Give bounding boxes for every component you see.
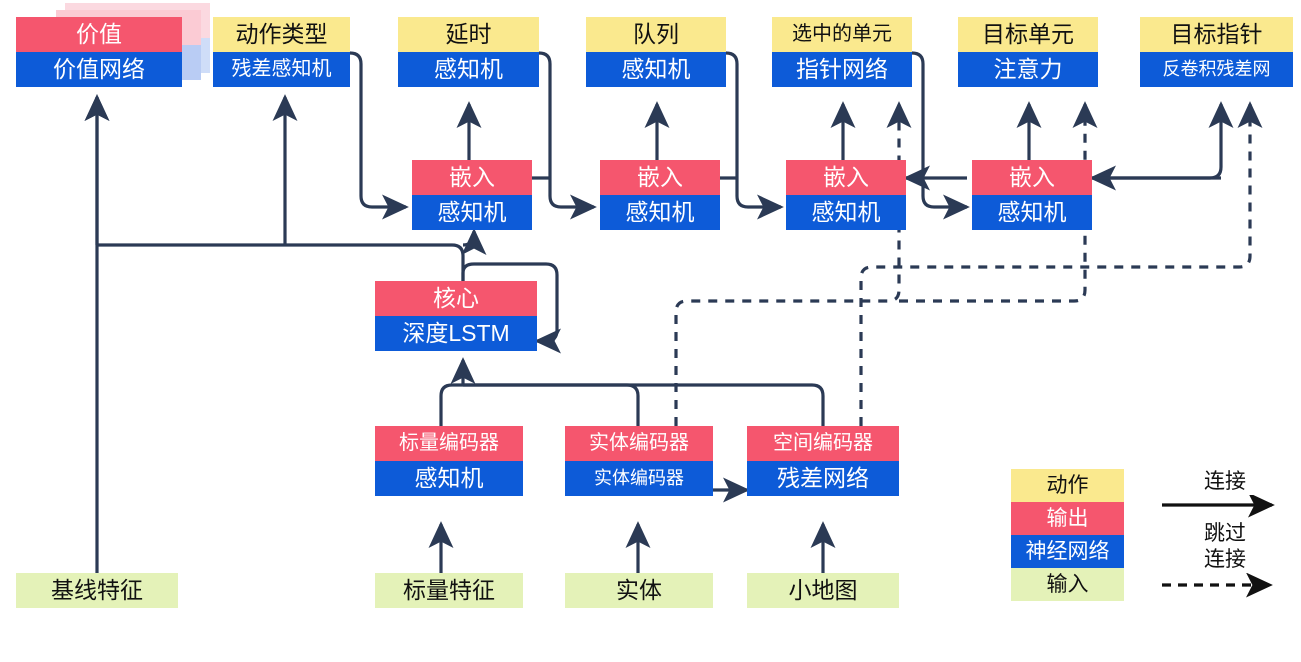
wire-embed-4-to-target-point xyxy=(1092,101,1234,180)
node-delay-action-label: 延时 xyxy=(398,17,539,52)
node-embed-3[interactable]: 嵌入 感知机 xyxy=(786,160,906,230)
node-target-unit-network-label: 注意力 xyxy=(958,52,1098,87)
node-spatial-encoder[interactable]: 空间编码器 残差网络 xyxy=(747,426,899,496)
node-embed-1-output-label: 嵌入 xyxy=(412,160,532,195)
node-core-output-label: 核心 xyxy=(375,281,537,316)
node-scalar-encoder[interactable]: 标量编码器 感知机 xyxy=(375,426,523,496)
node-selected-units-network-label: 指针网络 xyxy=(772,52,912,87)
node-action-type[interactable]: 动作类型 残差感知机 xyxy=(213,17,350,87)
wire-entity-encoder-to-core xyxy=(463,383,640,426)
node-target-point[interactable]: 目标指针 反卷积残差网 xyxy=(1140,17,1293,87)
node-embed-3-output-label: 嵌入 xyxy=(786,160,906,195)
legend-swatch-output: 输出 xyxy=(1011,502,1124,535)
node-value-network-label: 价值网络 xyxy=(16,52,182,87)
node-core-network-label: 深度LSTM xyxy=(375,316,537,351)
node-action-type-network-label: 残差感知机 xyxy=(213,52,350,87)
node-embed-4-output-label: 嵌入 xyxy=(972,160,1092,195)
node-embed-2-output-label: 嵌入 xyxy=(600,160,720,195)
node-target-point-action-label: 目标指针 xyxy=(1140,17,1293,52)
node-value-output-label: 价值 xyxy=(16,17,182,52)
node-input-baseline-features[interactable]: 基线特征 xyxy=(16,573,178,608)
node-input-entities-label: 实体 xyxy=(565,573,713,608)
node-embed-2-network-label: 感知机 xyxy=(600,195,720,230)
legend-swatch-input: 输入 xyxy=(1011,568,1124,601)
node-entity-encoder-output-label: 实体编码器 xyxy=(565,426,713,461)
node-target-unit[interactable]: 目标单元 注意力 xyxy=(958,17,1098,87)
node-selected-units[interactable]: 选中的单元 指针网络 xyxy=(772,17,912,87)
node-embed-4[interactable]: 嵌入 感知机 xyxy=(972,160,1092,230)
node-action-type-action-label: 动作类型 xyxy=(213,17,350,52)
node-embed-1-network-label: 感知机 xyxy=(412,195,532,230)
wire-spatial-encoder-to-core xyxy=(463,383,825,426)
node-delay[interactable]: 延时 感知机 xyxy=(398,17,539,87)
node-embed-4-network-label: 感知机 xyxy=(972,195,1092,230)
node-queue[interactable]: 队列 感知机 xyxy=(586,17,726,87)
wire-core-bus-to-embed-1 xyxy=(461,228,487,255)
skip-entity-encoder-to-selected xyxy=(674,101,912,426)
node-value[interactable]: 价值 价值网络 xyxy=(16,17,182,87)
legend-skip-label-line2: 连接 xyxy=(1204,548,1246,571)
node-queue-action-label: 队列 xyxy=(586,17,726,52)
node-spatial-encoder-network-label: 残差网络 xyxy=(747,461,899,496)
node-target-unit-action-label: 目标单元 xyxy=(958,17,1098,52)
legend-skip-sample xyxy=(1160,572,1290,599)
skip-spatial-encoder-to-target-point xyxy=(859,101,1263,426)
legend-connection-label: 连接 xyxy=(1204,470,1246,493)
node-scalar-encoder-output-label: 标量编码器 xyxy=(375,426,523,461)
node-scalar-encoder-network-label: 感知机 xyxy=(375,461,523,496)
legend-line-types: 连接 跳过 连接 xyxy=(1160,469,1290,614)
node-entity-encoder[interactable]: 实体编码器 实体编码器 xyxy=(565,426,713,496)
wire-core-output-bus xyxy=(97,243,465,281)
node-spatial-encoder-output-label: 空间编码器 xyxy=(747,426,899,461)
legend-skip-label-line1: 跳过 xyxy=(1204,522,1246,545)
node-input-entities[interactable]: 实体 xyxy=(565,573,713,608)
node-entity-encoder-network-label: 实体编码器 xyxy=(565,461,713,496)
node-input-baseline-features-label: 基线特征 xyxy=(16,573,178,608)
node-input-scalar-features[interactable]: 标量特征 xyxy=(375,573,523,608)
legend-swatch-network: 神经网络 xyxy=(1011,535,1124,568)
node-core[interactable]: 核心 深度LSTM xyxy=(375,281,537,351)
legend-swatches: 动作 输出 神经网络 输入 xyxy=(1011,469,1124,601)
node-embed-2[interactable]: 嵌入 感知机 xyxy=(600,160,720,230)
wire-scalar-encoder-to-core xyxy=(439,383,463,426)
legend-swatch-action: 动作 xyxy=(1011,469,1124,502)
node-queue-network-label: 感知机 xyxy=(586,52,726,87)
node-input-minimap-label: 小地图 xyxy=(747,573,899,608)
legend-connection-sample xyxy=(1160,492,1290,521)
node-selected-units-action-label: 选中的单元 xyxy=(772,17,912,52)
node-delay-network-label: 感知机 xyxy=(398,52,539,87)
node-target-point-network-label: 反卷积残差网 xyxy=(1140,52,1293,87)
node-embed-3-network-label: 感知机 xyxy=(786,195,906,230)
node-embed-1[interactable]: 嵌入 感知机 xyxy=(412,160,532,230)
node-input-minimap[interactable]: 小地图 xyxy=(747,573,899,608)
node-input-scalar-features-label: 标量特征 xyxy=(375,573,523,608)
